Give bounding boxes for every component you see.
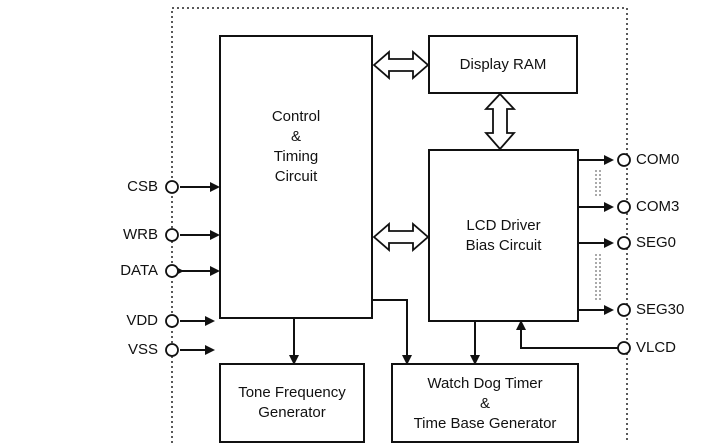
watchdog-label-1: Watch Dog Timer (427, 375, 543, 392)
pin-label-wrb: WRB (123, 226, 158, 243)
bus-arrow-control-lcd (372, 222, 430, 252)
display-ram-block: Display RAM (428, 35, 578, 94)
pin-label-data: DATA (120, 262, 158, 279)
control-label-2: & (290, 128, 301, 145)
pin-label-vdd: VDD (126, 312, 158, 329)
pin-label-com0: COM0 (636, 151, 680, 168)
control-to-watchdog-arrow (372, 299, 412, 365)
seg30-pin-circle (617, 303, 631, 317)
display-ram-label: Display RAM (459, 55, 547, 73)
pin-label-seg0: SEG0 (636, 234, 677, 251)
control-label-3: Timing (273, 148, 319, 165)
csb-pin-circle (165, 180, 179, 194)
data-pin-circle (165, 264, 179, 278)
pin-label-vlcd: VLCD (636, 339, 677, 356)
bus-arrow-control-ram (372, 50, 430, 80)
watchdog-label-2: & (479, 395, 490, 412)
pin-label-com3: COM3 (636, 198, 680, 215)
watchdog-timebase-block: Watch Dog Timer & Time Base Generator (391, 363, 579, 443)
vlcd-wire (516, 320, 618, 349)
wrb-pin-circle (165, 228, 179, 242)
bus-arrow-ram-lcd (483, 92, 517, 151)
pin-label-csb: CSB (127, 178, 158, 195)
control-label-1: Control (271, 108, 321, 125)
com3-pin-circle (617, 200, 631, 214)
tone-label-2: Generator (258, 404, 326, 421)
tone-label-1: Tone Frequency (238, 384, 346, 401)
lcd-driver-block: LCD Driver Bias Circuit (428, 149, 579, 322)
vdd-pin-circle (165, 314, 179, 328)
com0-pin-circle (617, 153, 631, 167)
vss-pin-circle (165, 343, 179, 357)
control-label-4: Circuit (274, 168, 318, 185)
lcd-label-2: Bias Circuit (465, 236, 542, 254)
vlcd-pin-circle (617, 341, 631, 355)
tone-frequency-generator-block: Tone Frequency Generator (219, 363, 365, 443)
watchdog-label-3: Time Base Generator (413, 415, 557, 432)
control-timing-circuit-block: Control & Timing Circuit (219, 35, 373, 319)
lcd-label-1: LCD Driver (466, 216, 541, 234)
seg0-pin-circle (617, 236, 631, 250)
pin-label-vss: VSS (127, 341, 158, 358)
pin-label-seg30: SEG30 (636, 301, 685, 318)
